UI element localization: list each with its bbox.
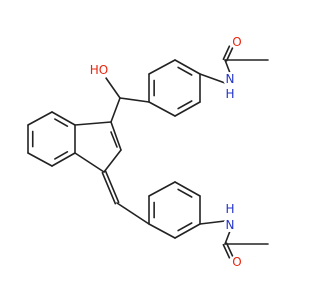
ring-upper-bond [174, 101, 201, 117]
ring-lower-bond [174, 223, 201, 239]
atom-o-top-amide: O [230, 35, 244, 49]
five-ring-bond [74, 121, 112, 126]
atom-hydroxyl: HO [89, 60, 109, 80]
ring-upper-bond [148, 59, 176, 75]
atom-o-top-amide-label: O [232, 35, 241, 49]
ring-benzo-inner [54, 118, 69, 127]
carbonyl-bottom-b [225, 242, 234, 258]
carbonyl-top-b [222, 45, 231, 61]
five-ring-bond [103, 149, 122, 173]
atom-h-bottom-label: H [225, 202, 234, 216]
ring-upper-bond [148, 101, 176, 117]
atom-n-top: N H [223, 72, 237, 101]
ring-upper-bond [174, 59, 201, 75]
atom-n-top-label: N [226, 72, 235, 86]
atom-o-bottom-amide: O [230, 255, 244, 269]
ring-benzo-bond [51, 111, 76, 126]
ring-benzo-inner [54, 151, 69, 160]
carbonyl-top-a [225, 46, 234, 62]
ring-lower-bond [174, 181, 201, 197]
nh-bond-top [199, 73, 226, 84]
atom-h-top-label: H [225, 87, 234, 101]
atom-n-bottom-label: N [226, 218, 235, 232]
nh-bond-bottom [199, 220, 226, 225]
ring-benzo-bond [27, 111, 53, 126]
atom-o-bottom-amide-label: O [232, 255, 241, 269]
ring-lower-bond [148, 223, 176, 239]
hydroxyl-bond [105, 77, 121, 99]
ring-benzo-bond [27, 152, 53, 167]
ring-lower-bond [148, 181, 176, 197]
exocyclic-double-bond-a [101, 171, 117, 205]
five-ring-bond [110, 121, 122, 151]
bond-lines [27, 45, 269, 259]
carbinol-bond [110, 97, 121, 123]
ring-benzo-bond [51, 152, 76, 167]
carbinol-aryl-bond [119, 97, 150, 103]
amide-n-c-top [224, 59, 231, 74]
ring-upper-inner [177, 66, 193, 76]
amide-n-c-bottom [224, 230, 231, 245]
ring-lower-inner [177, 188, 193, 198]
five-ring-inner [110, 131, 118, 148]
chemical-structure-diagram: O N H HO N H O [27, 35, 269, 269]
atom-hydroxyl-label: HO [90, 63, 108, 77]
atom-labels: O N H HO N H O [89, 35, 244, 269]
ring-lower-inner [177, 222, 193, 232]
methylidene-aryl-bond [116, 202, 150, 225]
exocyclic-double-bond-b [104, 170, 120, 204]
atom-n-bottom: N H [223, 202, 237, 232]
ring-upper-inner [177, 100, 193, 110]
five-ring-bond [74, 152, 105, 173]
carbonyl-bottom-a [222, 243, 231, 259]
